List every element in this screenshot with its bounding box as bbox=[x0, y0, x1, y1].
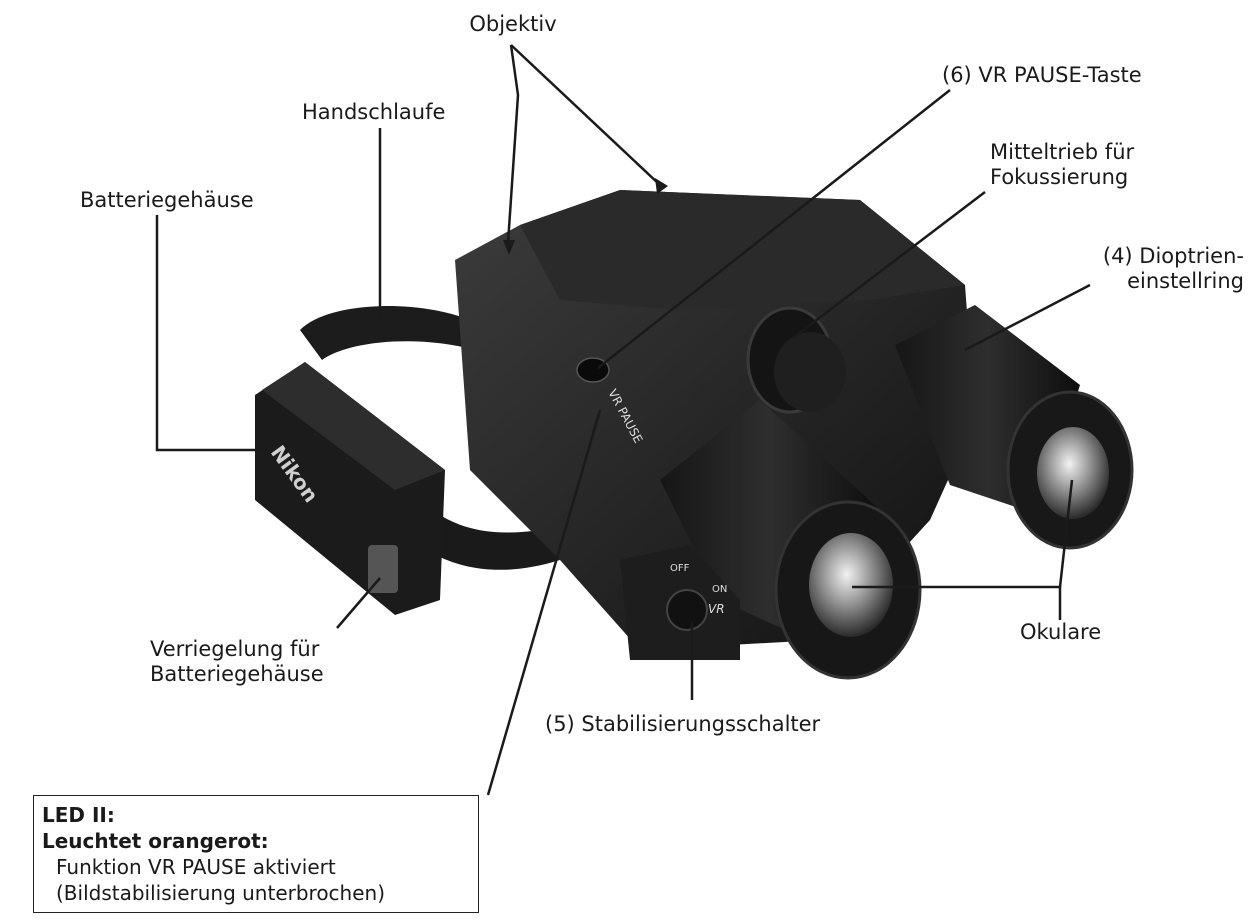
label-verriegelung-line1: Verriegelung für bbox=[150, 637, 320, 661]
label-mitteltrieb: Mitteltrieb für Fokussierung bbox=[990, 140, 1134, 190]
eyepiece-left-lens bbox=[809, 533, 893, 637]
eyepiece-right-lens bbox=[1037, 427, 1109, 519]
leader-led bbox=[486, 409, 602, 796]
label-okulare: Okulare bbox=[1020, 620, 1102, 644]
label-stabilisierungsschalter: (5) Stabilisierungsschalter bbox=[545, 712, 821, 736]
leader-vr-pause bbox=[597, 89, 951, 369]
label-mitteltrieb-line1: Mitteltrieb für bbox=[990, 140, 1135, 164]
battery-lock bbox=[368, 545, 398, 593]
label-dioptrien: (4) Dioptrien- einstellring bbox=[1080, 244, 1244, 294]
label-verriegelung-line2: Batteriegehäuse bbox=[150, 662, 324, 686]
stabilizer-switch-knob bbox=[666, 589, 708, 631]
led-box-line2: (Bildstabilisierung unterbrochen) bbox=[56, 881, 386, 905]
leader-okulare-right bbox=[1058, 479, 1074, 588]
switch-off-marking: OFF bbox=[670, 563, 690, 574]
label-handschlaufe: Handschlaufe bbox=[302, 100, 446, 124]
leader-dioptrien bbox=[964, 283, 1091, 352]
label-batteriegehaeuse: Batteriegehäuse bbox=[80, 188, 254, 212]
leader-batteriegehaeuse bbox=[155, 215, 268, 452]
arrowhead-objektiv-right bbox=[655, 178, 668, 194]
leader-mitteltrieb bbox=[792, 191, 986, 339]
led-box-line1: Funktion VR PAUSE aktiviert bbox=[56, 855, 336, 879]
led-info-box: LED II: Leuchtet orangerot: Funktion VR … bbox=[33, 795, 479, 913]
arrowhead-objektiv-left bbox=[503, 240, 515, 255]
label-vr-pause-taste: (6) VR PAUSE-Taste bbox=[942, 63, 1142, 87]
label-verriegelung: Verriegelung für Batteriegehäuse bbox=[150, 637, 324, 687]
label-dioptrien-line2: einstellring bbox=[1127, 269, 1244, 293]
leader-verriegelung bbox=[336, 577, 381, 629]
leader-objektiv-right bbox=[510, 44, 661, 186]
led-box-title: LED II: bbox=[42, 803, 115, 827]
hand-strap bbox=[300, 306, 475, 360]
led-box-subtitle: Leuchtet orangerot: bbox=[42, 829, 269, 853]
leader-objektiv-left bbox=[506, 44, 520, 244]
body-top-plate bbox=[520, 190, 965, 310]
label-objektiv: Objektiv bbox=[469, 12, 557, 36]
switch-on-marking: ON bbox=[712, 584, 727, 595]
switch-vr-marking: VR bbox=[708, 602, 725, 616]
label-dioptrien-line1: (4) Dioptrien- bbox=[1102, 244, 1244, 268]
vr-pause-button bbox=[576, 357, 610, 383]
label-mitteltrieb-line2: Fokussierung bbox=[990, 165, 1129, 189]
